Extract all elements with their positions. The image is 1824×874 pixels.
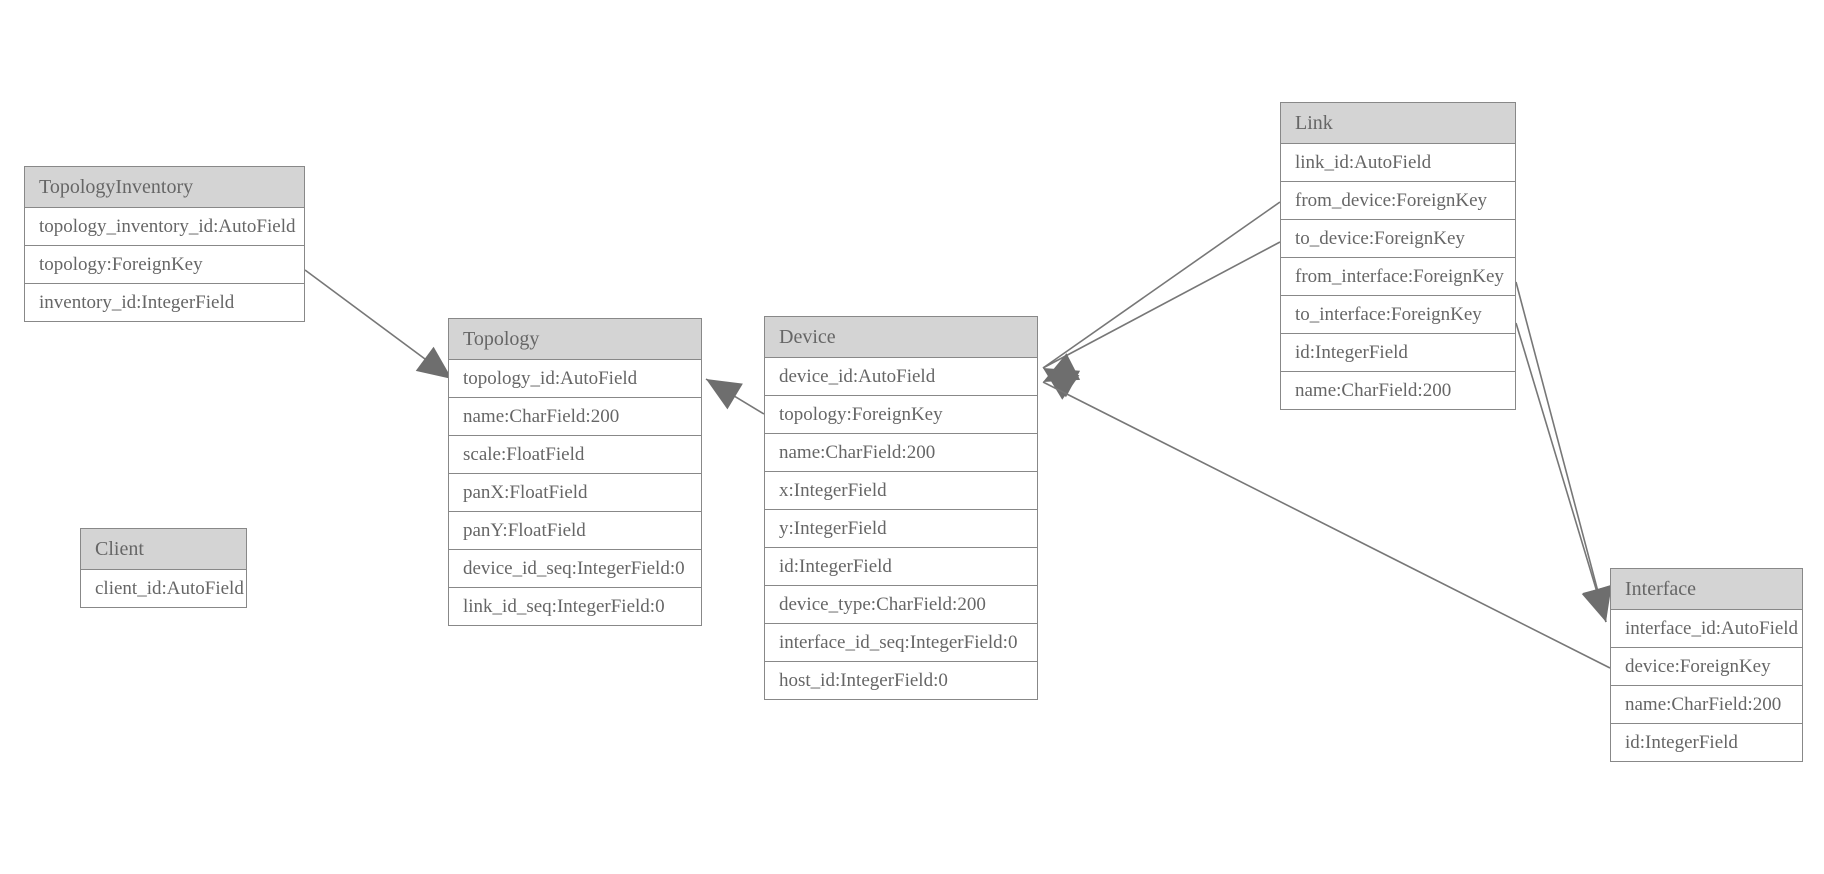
- entity-field-row: interface_id:AutoField: [1611, 610, 1802, 648]
- entity-field-list-client: client_id:AutoField: [81, 570, 246, 607]
- relationship-device-to-topology: [705, 378, 765, 415]
- relationship-line: [1042, 381, 1611, 669]
- relationship-line: [304, 269, 453, 380]
- relationship-arrowhead: [1581, 585, 1611, 622]
- relationship-arrowhead: [1582, 585, 1612, 622]
- relationship-line: [705, 378, 765, 415]
- entity-field-row: to_interface:ForeignKey: [1281, 296, 1515, 334]
- relationship-line: [1515, 322, 1607, 623]
- entity-field-row: topology:ForeignKey: [25, 246, 304, 284]
- entity-field-row: host_id:IntegerField:0: [765, 662, 1037, 699]
- entity-field-row: name:CharField:200: [449, 398, 701, 436]
- entity-field-row: interface_id_seq:IntegerField:0: [765, 624, 1037, 662]
- relationship-link-fromdevice-to-device: [1042, 201, 1281, 400]
- relationship-arrowhead: [1043, 368, 1080, 400]
- entity-field-row: device_id:AutoField: [765, 358, 1037, 396]
- relationship-line: [1515, 281, 1607, 623]
- entity-title-topology: Topology: [449, 319, 701, 360]
- relationship-line: [1042, 201, 1281, 369]
- entity-title-link: Link: [1281, 103, 1515, 144]
- entity-field-row: topology_inventory_id:AutoField: [25, 208, 304, 246]
- entity-field-row: name:CharField:200: [1281, 372, 1515, 409]
- entity-title-topology-inventory: TopologyInventory: [25, 167, 304, 208]
- relationship-line: [1042, 241, 1281, 369]
- entity-field-row: link_id:AutoField: [1281, 144, 1515, 182]
- entity-field-row: name:CharField:200: [1611, 686, 1802, 724]
- relationship-arrowhead: [1043, 353, 1081, 382]
- relationship-arrowhead: [706, 379, 743, 410]
- entity-field-row: name:CharField:200: [765, 434, 1037, 472]
- entity-field-row: topology_id:AutoField: [449, 360, 701, 398]
- entity-field-row: id:IntegerField: [1611, 724, 1802, 761]
- entity-field-row: to_device:ForeignKey: [1281, 220, 1515, 258]
- entity-field-row: from_interface:ForeignKey: [1281, 258, 1515, 296]
- entity-field-row: topology:ForeignKey: [765, 396, 1037, 434]
- entity-field-row: id:IntegerField: [765, 548, 1037, 586]
- entity-field-row: inventory_id:IntegerField: [25, 284, 304, 321]
- entity-field-row: id:IntegerField: [1281, 334, 1515, 372]
- entity-field-row: y:IntegerField: [765, 510, 1037, 548]
- relationship-arrowhead: [1043, 368, 1081, 398]
- entity-field-row: device:ForeignKey: [1611, 648, 1802, 686]
- entity-field-row: panX:FloatField: [449, 474, 701, 512]
- entity-field-row: x:IntegerField: [765, 472, 1037, 510]
- entity-field-row: panY:FloatField: [449, 512, 701, 550]
- relationship-link-todevice-to-device: [1042, 241, 1281, 398]
- entity-field-row: device_id_seq:IntegerField:0: [449, 550, 701, 588]
- entity-field-row: device_type:CharField:200: [765, 586, 1037, 624]
- entity-title-device: Device: [765, 317, 1037, 358]
- entity-field-row: link_id_seq:IntegerField:0: [449, 588, 701, 625]
- relationship-link-tointerface-to-interface: [1515, 322, 1611, 623]
- relationship-link-frominterface-to-interface: [1515, 281, 1612, 623]
- entity-field-row: client_id:AutoField: [81, 570, 246, 607]
- entity-title-interface: Interface: [1611, 569, 1802, 610]
- relationship-arrowhead: [415, 346, 452, 379]
- entity-title-client: Client: [81, 529, 246, 570]
- entity-field-row: from_device:ForeignKey: [1281, 182, 1515, 220]
- entity-field-row: scale:FloatField: [449, 436, 701, 474]
- relationship-topologyinventory-to-topology: [304, 269, 453, 380]
